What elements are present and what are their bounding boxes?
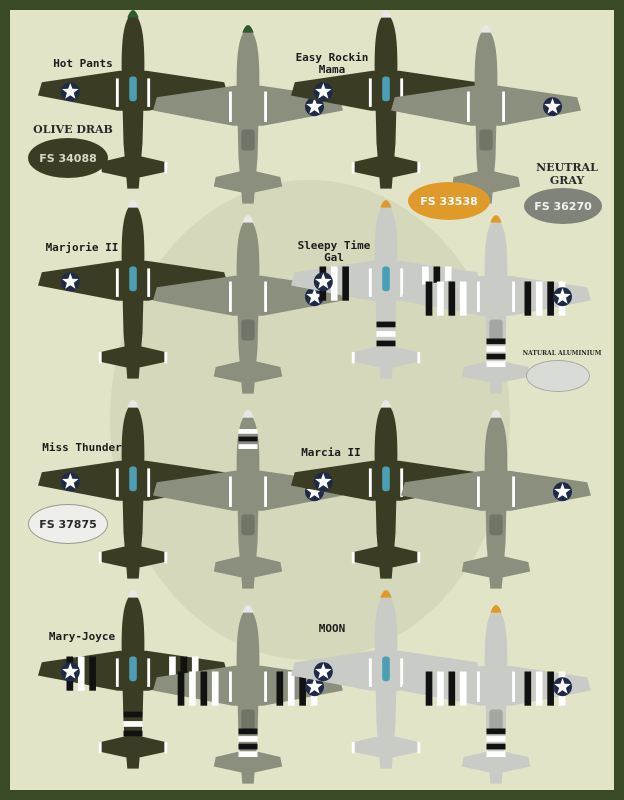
aircraft-name-moon: MOON <box>318 622 346 635</box>
olive-drab-code: FS 34088 <box>39 151 97 165</box>
aircraft-bottom-view <box>401 215 591 394</box>
natural-aluminium-caption: NATURAL ALUMINIUM <box>522 350 602 357</box>
neutral-gray-code: FS 36270 <box>534 199 592 213</box>
aircraft-name-easy-rockin-mama: Easy Rockin Mama <box>295 51 369 76</box>
aircraft-name-marcia-ii: Marcia II <box>301 446 361 459</box>
orange-code: FS 33538 <box>420 194 478 208</box>
aircraft-name-mary-joyce: Mary-Joyce <box>48 630 116 643</box>
neutral-gray-caption: NEUTRAL GRAY <box>536 161 598 187</box>
light-gray-swatch: FS 37875 <box>28 504 108 544</box>
olive-drab-swatch: FS 34088 <box>28 138 108 178</box>
decal-sheet: Hot Pants Easy Rockin Mama Marjorie II S… <box>10 10 614 790</box>
light-gray-code: FS 37875 <box>39 517 97 531</box>
aircraft-bottom-view <box>153 24 343 204</box>
natural-aluminium-swatch <box>526 360 590 392</box>
aircraft-bottom-view <box>153 605 343 784</box>
aircraft-name-miss-thunder: Miss Thunder <box>42 441 122 454</box>
neutral-gray-swatch: FS 36270 <box>524 188 602 224</box>
aircraft-name-sleepy-time-gal: Sleepy Time Gal <box>297 239 371 264</box>
aircraft-bottom-view <box>401 410 591 589</box>
orange-swatch: FS 33538 <box>408 182 490 220</box>
aircraft-top-view <box>291 590 481 769</box>
aircraft-profiles <box>37 10 591 784</box>
aircraft-bottom-view <box>401 605 591 784</box>
aircraft-top-view <box>291 10 481 189</box>
aircraft-name-hot-pants: Hot Pants <box>53 57 113 70</box>
olive-drab-caption: OLIVE DRAB <box>33 123 113 136</box>
aircraft-name-marjorie-ii: Marjorie II <box>45 241 119 254</box>
